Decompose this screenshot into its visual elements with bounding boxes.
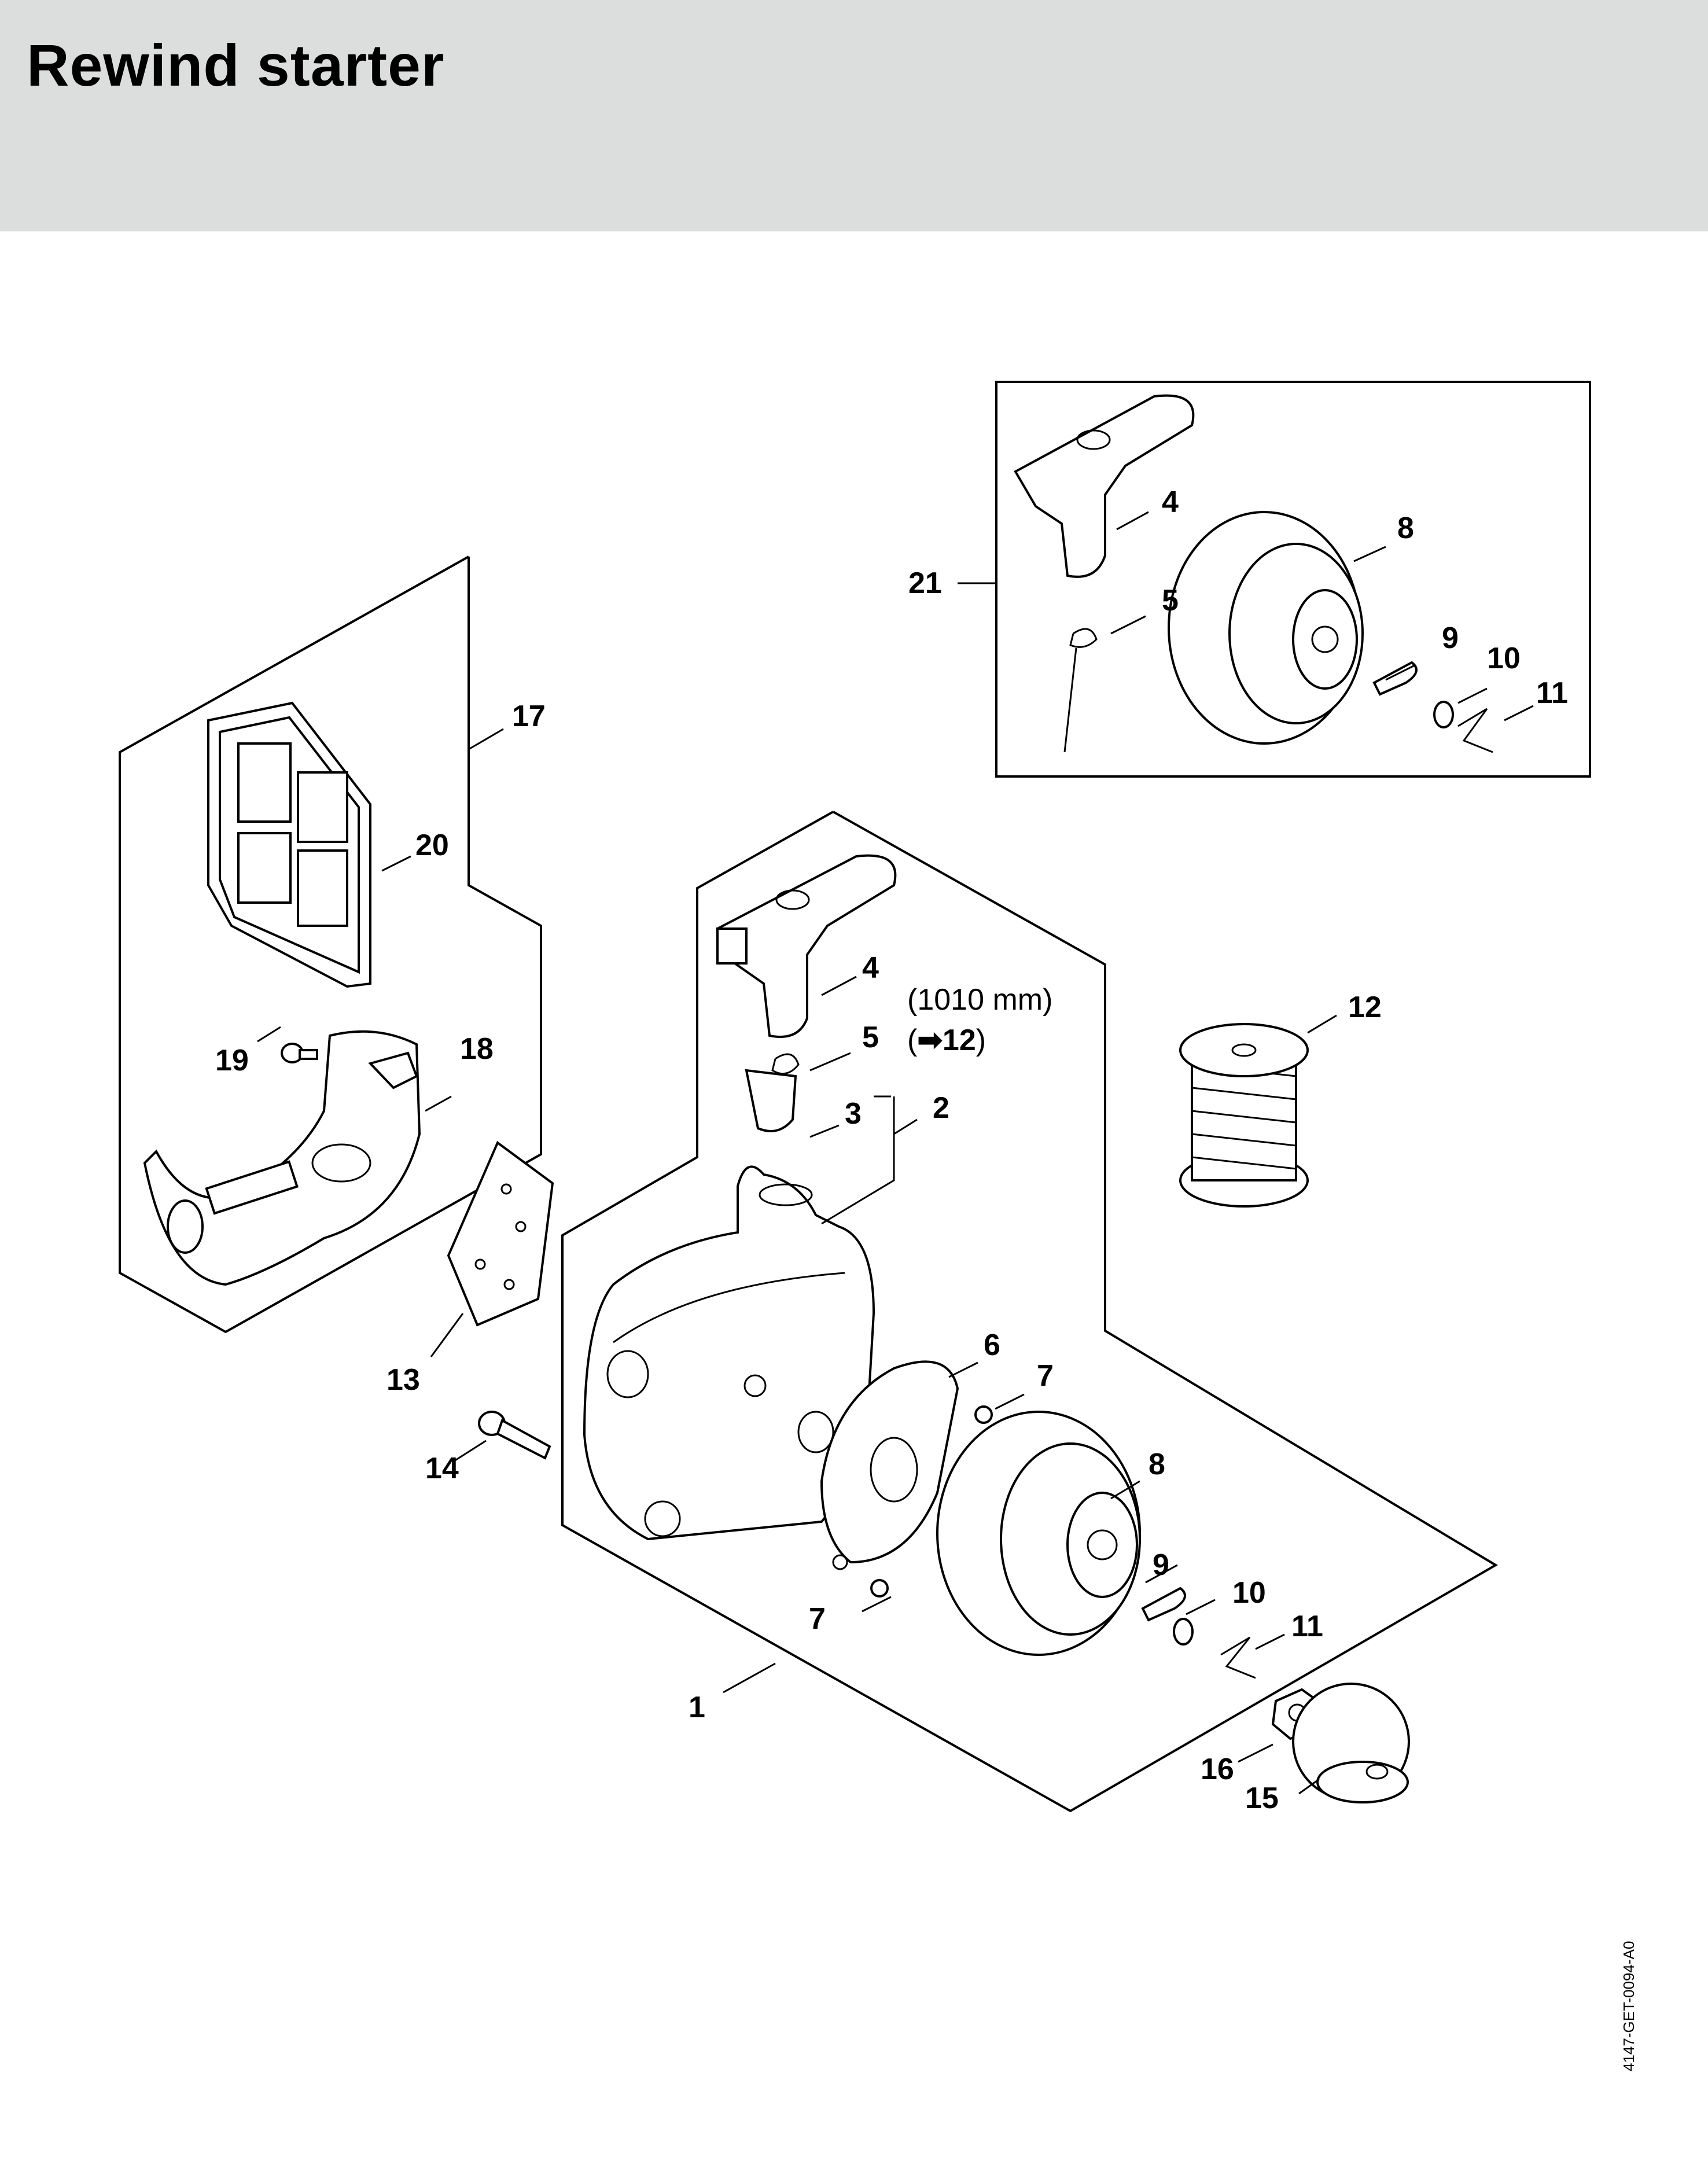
callout-7b: 7 xyxy=(809,1602,826,1636)
callout-10-kit: 10 xyxy=(1487,642,1521,675)
plate-13-part xyxy=(447,1140,554,1327)
callout-12: 12 xyxy=(1348,991,1382,1024)
callout-20: 20 xyxy=(415,829,449,862)
callout-13: 13 xyxy=(386,1363,420,1397)
screw-7a-part xyxy=(974,1405,993,1424)
document-id: 4147-GET-0094-A0 xyxy=(1620,1941,1637,2071)
callout-8-kit: 8 xyxy=(1397,511,1414,545)
clip-11-kit-part xyxy=(1457,708,1493,753)
callout-15: 15 xyxy=(1245,1781,1279,1815)
callout-2: 2 xyxy=(933,1091,949,1125)
group-1-outline xyxy=(561,811,1498,1813)
page-title: Rewind starter xyxy=(27,32,445,98)
air-filter-part xyxy=(207,701,371,988)
rope-eye-5-kit-part xyxy=(1063,628,1098,753)
callout-14: 14 xyxy=(425,1452,459,1485)
callout-11-main: 11 xyxy=(1291,1610,1323,1643)
rope-rotor-8-main-part xyxy=(936,1411,1141,1656)
callout-18: 18 xyxy=(460,1032,494,1066)
callout-21: 21 xyxy=(908,566,942,600)
callout-9-main: 9 xyxy=(1153,1548,1169,1582)
callout-16: 16 xyxy=(1201,1753,1234,1786)
screw-14-part xyxy=(478,1411,551,1460)
cover-part xyxy=(143,1030,421,1286)
callout-6: 6 xyxy=(984,1328,1000,1362)
screw-7b-part xyxy=(870,1579,889,1597)
group-17-outline xyxy=(119,555,542,1334)
clip-11-main-part xyxy=(1220,1636,1256,1679)
callout-4-main: 4 xyxy=(862,951,879,985)
callout-8-main: 8 xyxy=(1149,1448,1165,1481)
grommet-3-part xyxy=(745,1069,797,1132)
callout-1: 1 xyxy=(689,1691,705,1724)
callout-7a: 7 xyxy=(1037,1359,1054,1393)
rope-length-note: (1010 mm) xyxy=(907,983,1052,1017)
callout-5-kit: 5 xyxy=(1162,584,1179,617)
callout-3: 3 xyxy=(845,1097,862,1131)
callout-5-main: 5 xyxy=(862,1021,879,1054)
cap-15-part xyxy=(1292,1683,1410,1803)
spring-cover-6-part xyxy=(820,1360,959,1570)
screw-19-part xyxy=(281,1043,318,1063)
callout-17: 17 xyxy=(512,700,546,733)
header-bar xyxy=(0,0,1708,231)
callout-19: 19 xyxy=(215,1044,249,1077)
rope-reference-note: (➡12) xyxy=(907,1024,986,1057)
rope-spool-12-part xyxy=(1179,1023,1309,1208)
kit-21-frame xyxy=(995,381,1591,778)
callout-11-kit: 11 xyxy=(1536,676,1568,710)
callout-4-kit: 4 xyxy=(1162,485,1179,519)
washer-10-main-part xyxy=(1173,1618,1194,1646)
handle-4-main-part xyxy=(716,854,897,1038)
pawl-9-main-part xyxy=(1141,1587,1186,1622)
handle-4-kit-part xyxy=(1014,394,1195,578)
callout-9-kit: 9 xyxy=(1442,621,1459,655)
leader-lines xyxy=(257,511,1534,1795)
washer-10-kit-part xyxy=(1433,701,1454,728)
rope-rotor-8-kit-part xyxy=(1168,511,1364,745)
callout-10-main: 10 xyxy=(1232,1576,1266,1610)
